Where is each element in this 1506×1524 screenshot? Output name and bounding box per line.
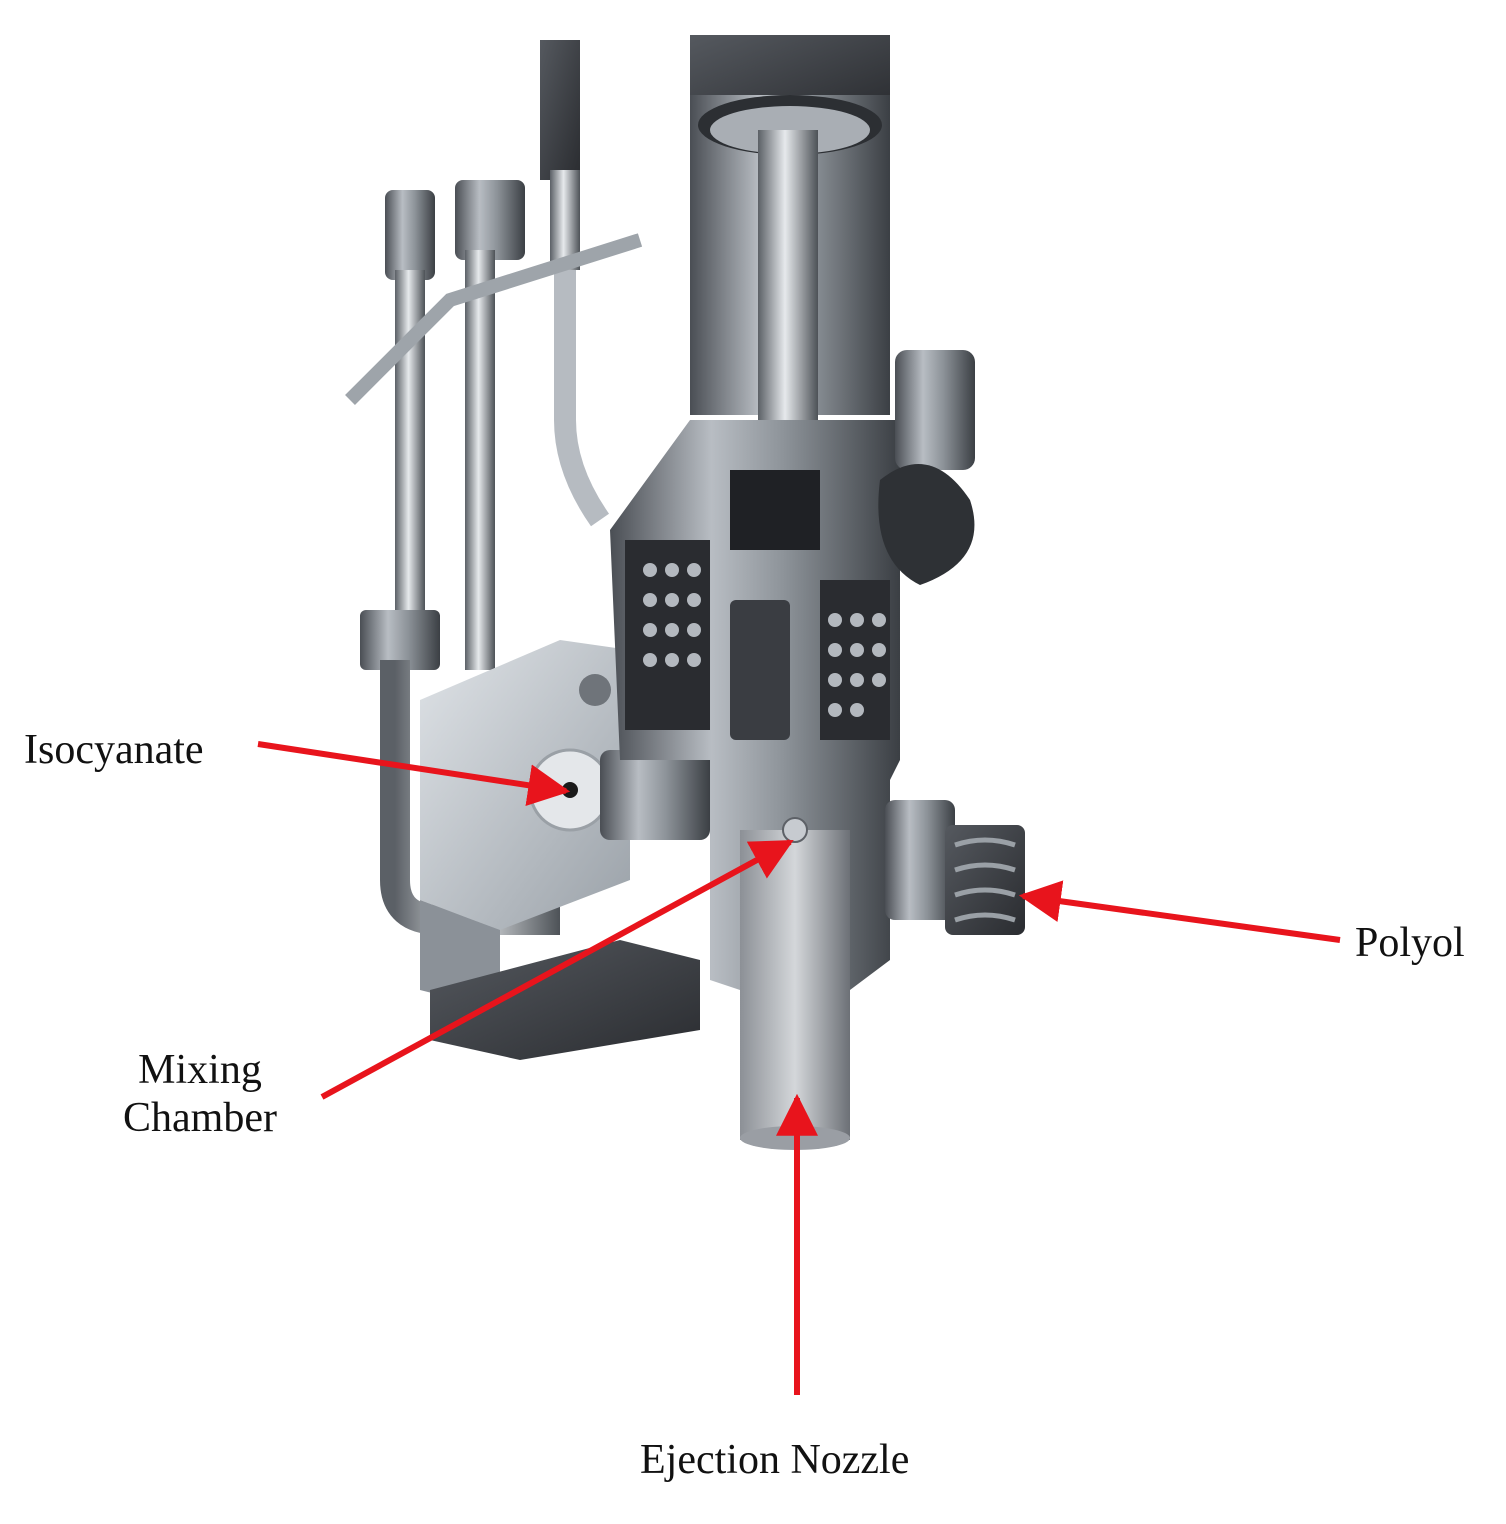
isocyanate-arrow bbox=[257, 741, 571, 807]
polyol-arrow bbox=[1018, 880, 1341, 943]
mixing-chamber-arrow bbox=[320, 839, 794, 1100]
polyol-label: Polyol bbox=[1355, 920, 1465, 966]
isocyanate-label: Isocyanate bbox=[24, 727, 204, 773]
mixing-chamber-label: Mixing Chamber bbox=[105, 1046, 295, 1143]
ejection-nozzle-label: Ejection Nozzle bbox=[640, 1437, 910, 1483]
mixing-chamber-label-line2: Chamber bbox=[123, 1095, 277, 1142]
mixing-chamber-label-line1: Mixing bbox=[138, 1047, 262, 1093]
polyol-inlet bbox=[878, 350, 1025, 935]
cutaway-body bbox=[610, 420, 900, 1150]
annotation-arrows bbox=[257, 741, 1341, 1395]
